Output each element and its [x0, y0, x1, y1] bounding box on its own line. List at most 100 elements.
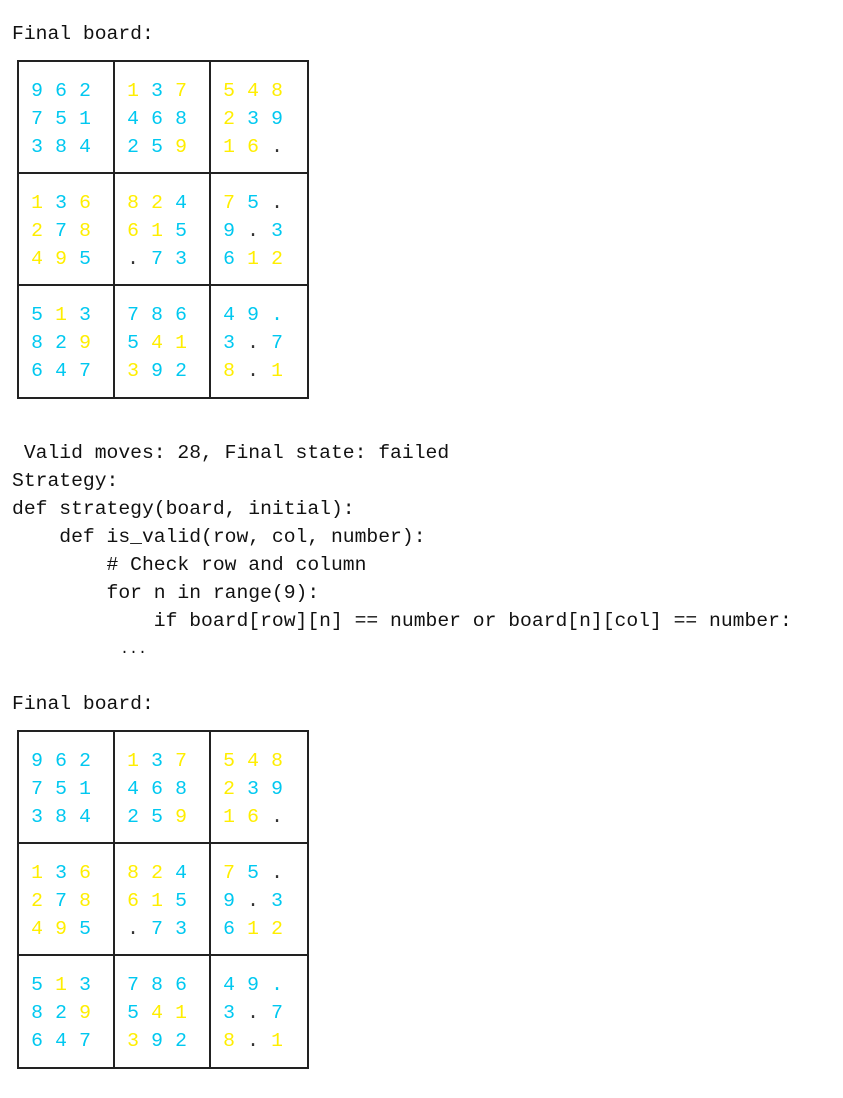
board-cell: 7: [271, 1002, 283, 1024]
board-cell: 2: [31, 890, 43, 912]
board-cell: .: [247, 890, 259, 912]
board-cell: 6: [55, 750, 67, 772]
board-cell: 6: [247, 136, 259, 158]
board-cell: 1: [127, 80, 139, 102]
board-cell: 1: [79, 778, 91, 800]
board-cell: 5: [151, 136, 163, 158]
board-cell: 4: [247, 80, 259, 102]
board-cell: .: [127, 248, 139, 270]
board-cell: 8: [175, 108, 187, 130]
board-cell: .: [247, 1002, 259, 1024]
board-cell: 8: [223, 1030, 235, 1052]
board-cell: 5: [223, 750, 235, 772]
board-cell: 3: [79, 304, 91, 326]
board-cell: 1: [55, 304, 67, 326]
board-cell: 6: [31, 1030, 43, 1052]
board-cell: 6: [127, 220, 139, 242]
board-cell: 5: [79, 918, 91, 940]
board-cell: 5: [31, 974, 43, 996]
board-cell: 1: [271, 1030, 283, 1052]
box-divider: [19, 842, 307, 844]
board-cell: 5: [127, 332, 139, 354]
board-cell: 1: [79, 108, 91, 130]
board-cell: 7: [151, 918, 163, 940]
board-cell: .: [247, 1030, 259, 1052]
board-cell: .: [247, 360, 259, 382]
board-cell: 9: [271, 108, 283, 130]
board-cell: 7: [151, 248, 163, 270]
board-cell: 9: [79, 332, 91, 354]
board-cell: 7: [175, 80, 187, 102]
board-cell: 8: [31, 332, 43, 354]
board-cell: 7: [271, 332, 283, 354]
board-cell: 5: [223, 80, 235, 102]
board-cell: 2: [127, 806, 139, 828]
board-cell: 9: [55, 918, 67, 940]
board-cell: 8: [151, 974, 163, 996]
board-cell: 8: [79, 220, 91, 242]
board-cell: 3: [127, 360, 139, 382]
code-line: for n in range(9):: [12, 582, 320, 604]
board-cell: 3: [175, 248, 187, 270]
box-divider: [113, 62, 115, 397]
board-cell: 4: [175, 862, 187, 884]
board-cell: .: [247, 332, 259, 354]
board-cell: 4: [151, 332, 163, 354]
board-cell: 3: [31, 136, 43, 158]
board-cell: 2: [55, 332, 67, 354]
board-cell: 3: [175, 918, 187, 940]
board-cell: 9: [151, 360, 163, 382]
board-cell: 1: [175, 332, 187, 354]
board-cell: 6: [151, 108, 163, 130]
board-cell: 4: [31, 248, 43, 270]
board-cell: .: [127, 918, 139, 940]
board-cell: 6: [175, 304, 187, 326]
board-cell: 3: [223, 1002, 235, 1024]
board-cell: 9: [271, 778, 283, 800]
board-cell: 9: [175, 136, 187, 158]
board-cell: 2: [127, 136, 139, 158]
code-line: def is_valid(row, col, number):: [12, 526, 426, 548]
board-cell: 5: [175, 890, 187, 912]
board-cell: 9: [79, 1002, 91, 1024]
board-cell: 3: [271, 220, 283, 242]
board-cell: 9: [247, 974, 259, 996]
strategy-label: Strategy:: [12, 470, 119, 492]
board-cell: 7: [127, 304, 139, 326]
board-cell: 6: [55, 80, 67, 102]
board-cell: 3: [151, 80, 163, 102]
board-cell: 6: [31, 360, 43, 382]
board-cell: 9: [223, 220, 235, 242]
board-cell: 2: [175, 1030, 187, 1052]
board-cell: 1: [151, 220, 163, 242]
box-divider: [19, 172, 307, 174]
board-cell: 3: [223, 332, 235, 354]
code-line: def strategy(board, initial):: [12, 498, 355, 520]
board-cell: 3: [247, 108, 259, 130]
board-cell: 1: [223, 136, 235, 158]
board-cell: 1: [175, 1002, 187, 1024]
board-cell: 2: [55, 1002, 67, 1024]
board-cell: 1: [127, 750, 139, 772]
board-cell: 4: [127, 108, 139, 130]
board-cell: 2: [31, 220, 43, 242]
board-cell: 7: [55, 220, 67, 242]
code-line: # Check row and column: [12, 554, 367, 576]
code-line: if board[row][n] == number or board[n][c…: [12, 610, 792, 632]
board-cell: 7: [31, 108, 43, 130]
board-cell: 6: [223, 918, 235, 940]
board-cell: 3: [79, 974, 91, 996]
board-cell: 2: [223, 778, 235, 800]
board-cell: 9: [55, 248, 67, 270]
board-cell: 4: [175, 192, 187, 214]
board-cell: 8: [271, 750, 283, 772]
board-cell: 6: [151, 778, 163, 800]
board-cell: 7: [223, 862, 235, 884]
board-cell: 4: [79, 136, 91, 158]
final-board-heading: Final board:: [12, 693, 154, 715]
board-cell: 6: [247, 806, 259, 828]
box-divider: [19, 284, 307, 286]
board-cell: 3: [55, 192, 67, 214]
board-cell: 1: [223, 806, 235, 828]
